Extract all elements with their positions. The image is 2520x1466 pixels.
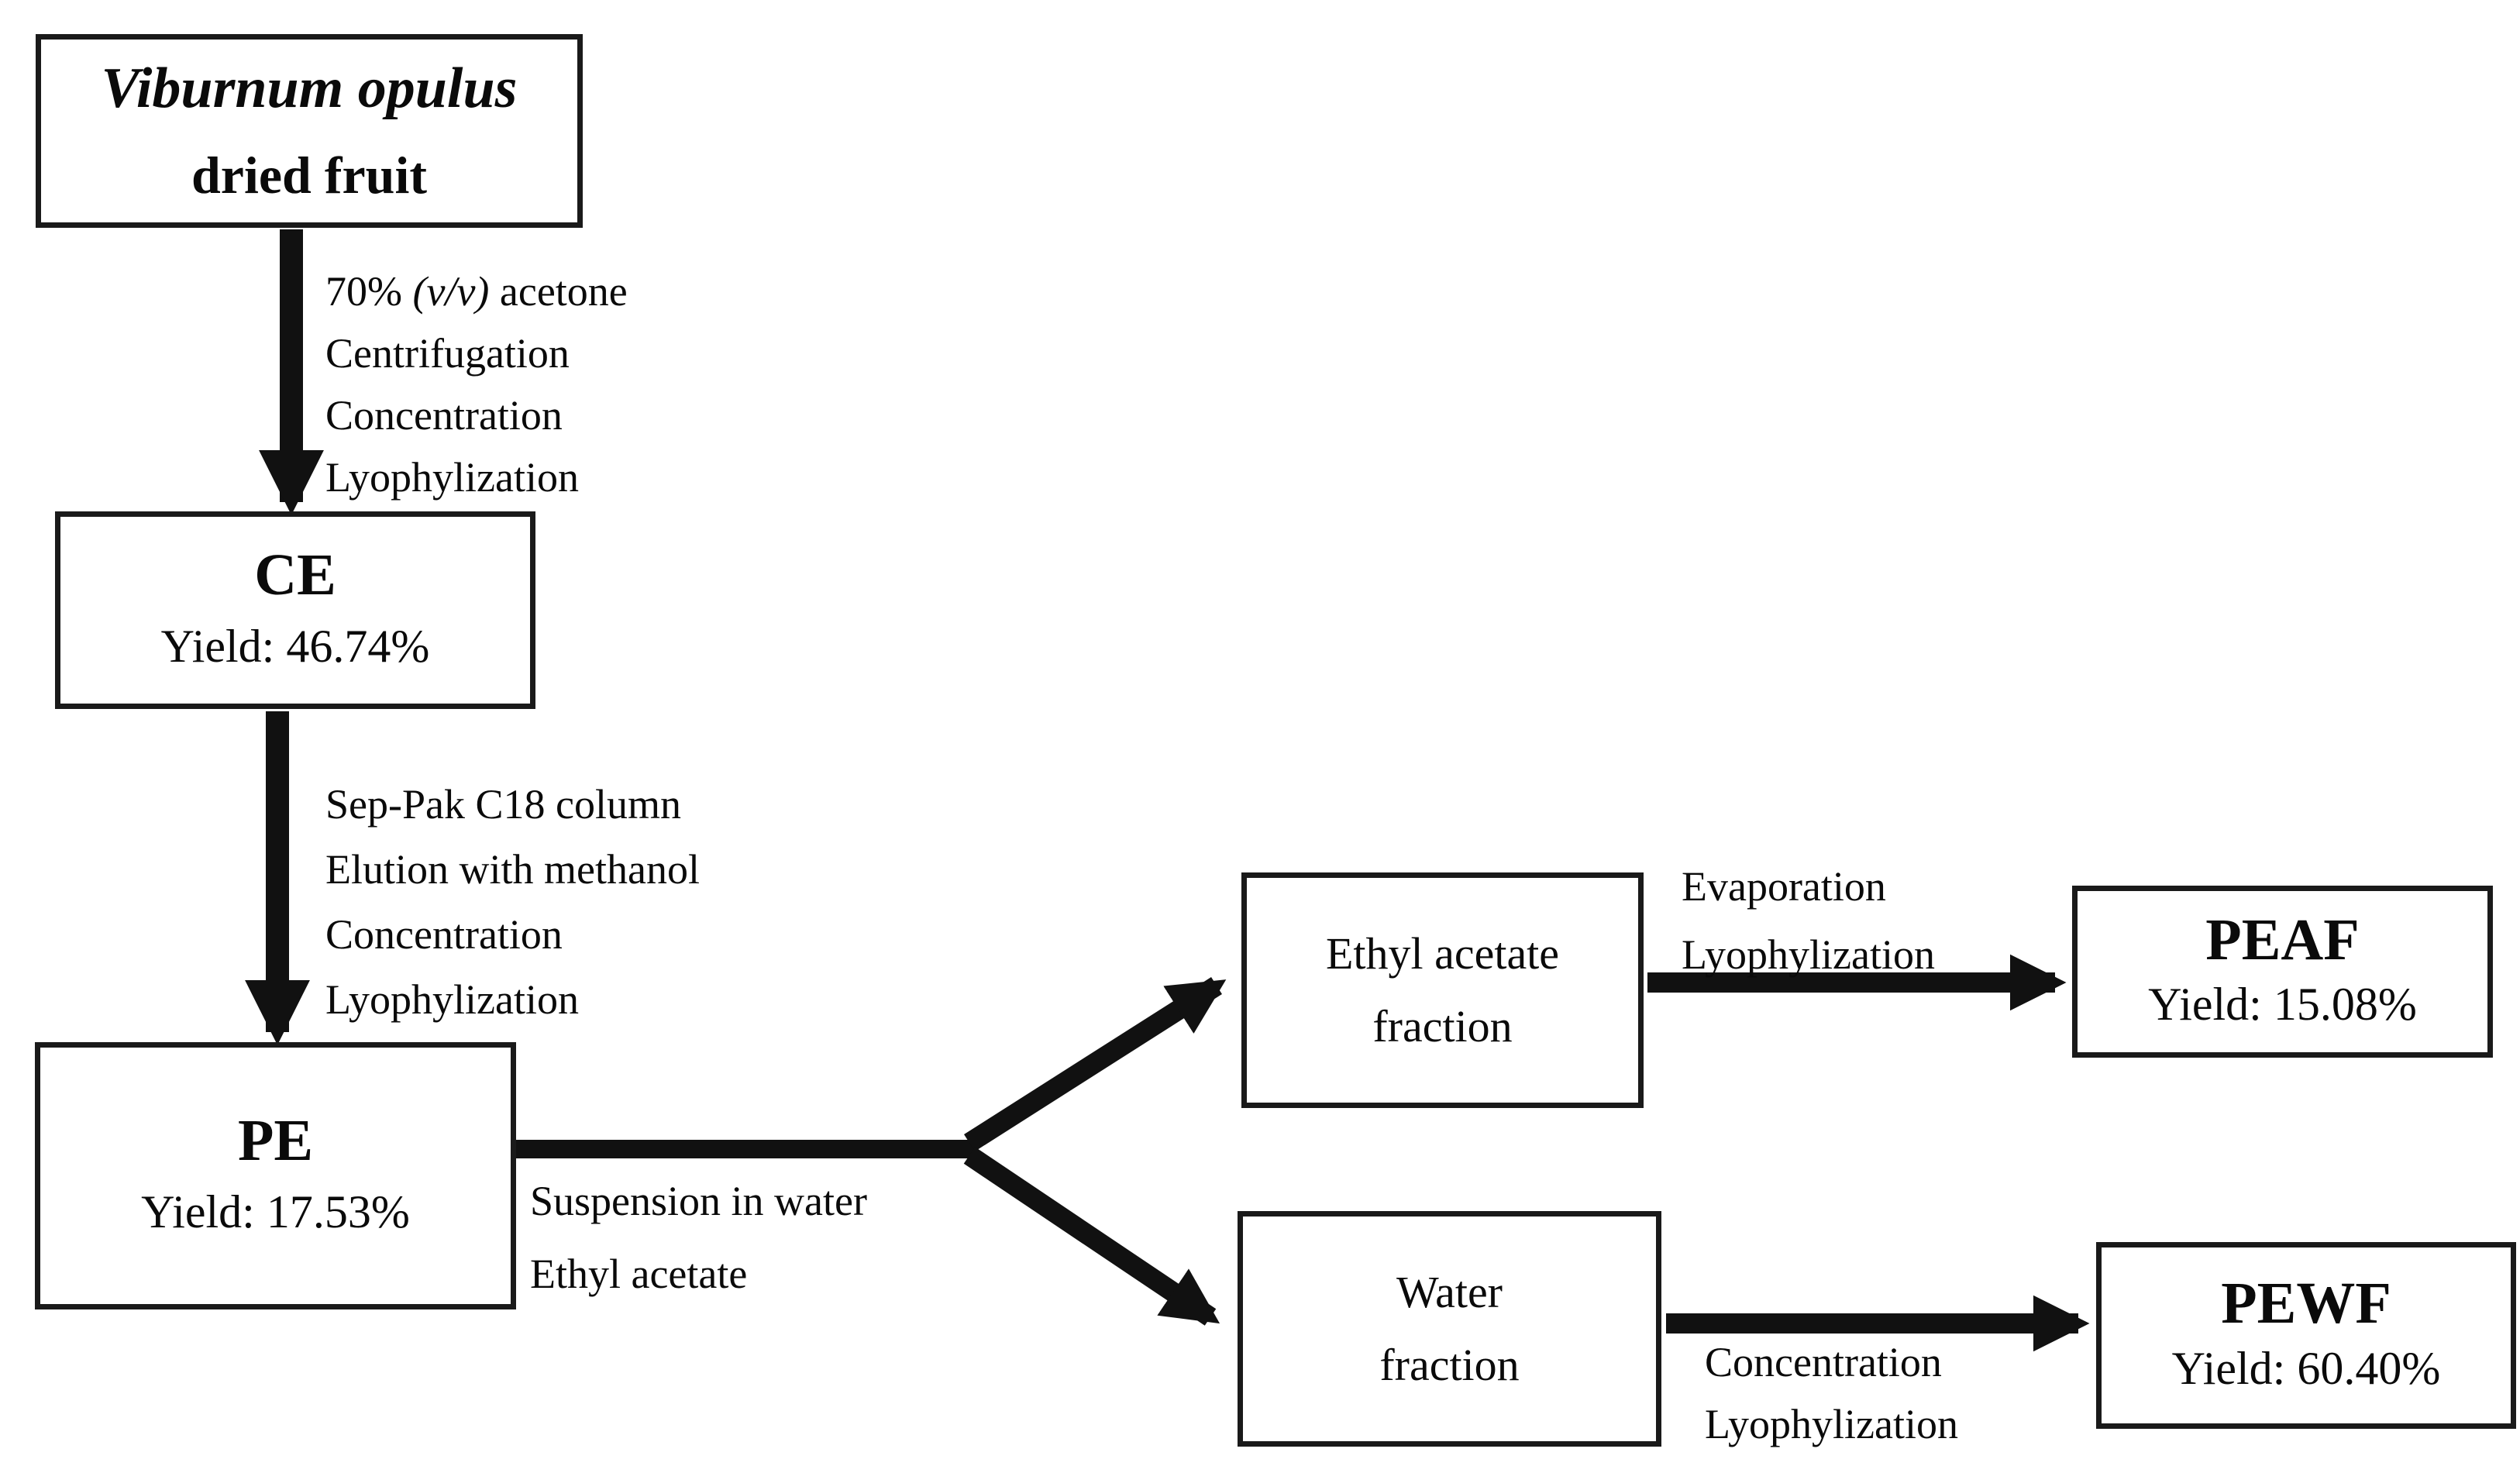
extraction-solvent-prefix: 70% — [325, 268, 413, 315]
pe-yield: Yield: 17.53% — [141, 1186, 410, 1237]
node-pe: PE Yield: 17.53% — [35, 1042, 516, 1309]
concentration-steps-label: Concentration Lyophylization — [1705, 1331, 1958, 1455]
pe-code: PE — [237, 1108, 314, 1174]
extraction-solvent-suffix: acetone — [489, 268, 628, 315]
peaf-code: PEAF — [2205, 907, 2360, 972]
extraction-step-lyophylization: Lyophylization — [325, 454, 579, 501]
ce-code: CE — [254, 542, 336, 608]
evaporation-step-evaporation: Evaporation — [1682, 863, 1886, 910]
ce-yield: Yield: 46.74% — [160, 620, 430, 672]
water-fraction-line2: fraction — [1379, 1340, 1520, 1390]
partition-steps-label: Suspension in water Ethyl acetate — [530, 1165, 867, 1310]
extraction-step-centrifugation: Centrifugation — [325, 330, 570, 377]
extraction-steps-label: 70% (v/v) acetone Centrifugation Concent… — [325, 260, 628, 508]
pewf-yield: Yield: 60.40% — [2171, 1342, 2441, 1394]
node-ethyl-acetate-fraction: Ethyl acetate fraction — [1241, 872, 1644, 1108]
partition-step-ethyl-acetate: Ethyl acetate — [530, 1251, 748, 1297]
sep-pak-step-concentration: Concentration — [325, 911, 563, 958]
arrow-branch-to-water-fraction — [963, 1147, 1220, 1326]
node-water-fraction: Water fraction — [1238, 1211, 1661, 1447]
water-fraction-line1: Water — [1396, 1267, 1503, 1317]
ethyl-acetate-fraction-line2: fraction — [1372, 1001, 1513, 1051]
partition-step-suspension: Suspension in water — [530, 1178, 867, 1224]
extraction-solvent-ratio: (v/v) — [412, 268, 490, 315]
evaporation-step-lyophylization: Lyophylization — [1682, 931, 1935, 978]
extraction-step-solvent: 70% (v/v) acetone — [325, 260, 628, 322]
node-pewf: PEWF Yield: 60.40% — [2096, 1242, 2516, 1429]
sep-pak-steps-label: Sep-Pak C18 column Elution with methanol… — [325, 772, 700, 1032]
node-ce: CE Yield: 46.74% — [55, 511, 535, 709]
pewf-code: PEWF — [2221, 1271, 2391, 1337]
extraction-step-concentration: Concentration — [325, 392, 563, 439]
sep-pak-step-elution: Elution with methanol — [325, 846, 700, 893]
evaporation-steps-label: Evaporation Lyophylization — [1682, 852, 1935, 989]
arrow-branch-to-ethyl-fraction — [964, 977, 1227, 1151]
concentration-step-concentration: Concentration — [1705, 1339, 1942, 1385]
node-peaf: PEAF Yield: 15.08% — [2072, 886, 2493, 1058]
source-material-label: dried fruit — [191, 146, 428, 205]
source-species-name: Viburnum opulus — [101, 56, 518, 120]
concentration-step-lyophylization: Lyophylization — [1705, 1401, 1958, 1447]
ethyl-acetate-fraction-line1: Ethyl acetate — [1325, 928, 1560, 979]
node-source-material: Viburnum opulus dried fruit — [36, 34, 583, 228]
peaf-yield: Yield: 15.08% — [2148, 979, 2417, 1031]
sep-pak-step-column: Sep-Pak C18 column — [325, 781, 681, 828]
sep-pak-step-lyophylization: Lyophylization — [325, 976, 579, 1023]
